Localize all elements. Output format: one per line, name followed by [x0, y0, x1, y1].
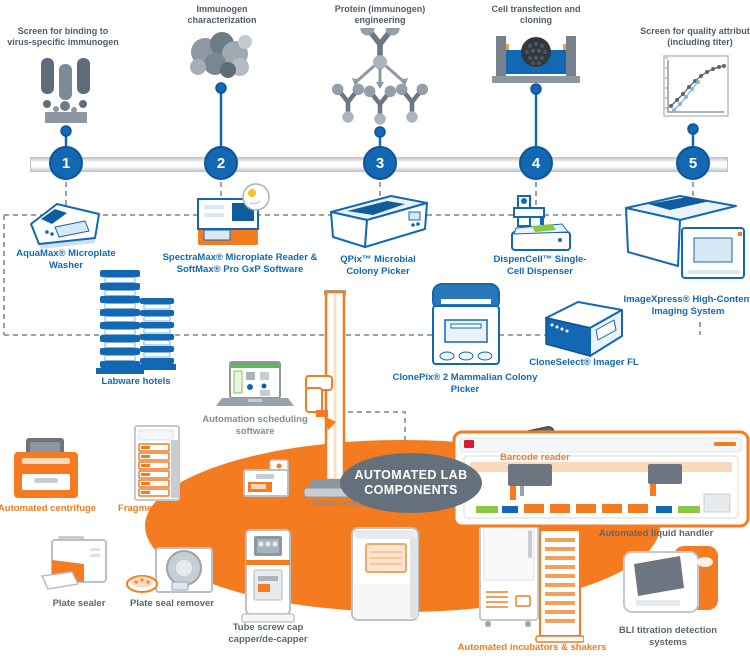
step-number-5: 5: [688, 154, 698, 172]
label-bli-detection: BLI titration detection systems: [618, 625, 718, 649]
step-number-4: 4: [531, 154, 541, 172]
titer-curve-chart-icon: [663, 55, 729, 117]
step-label-2: Immunogen characterization: [187, 4, 257, 26]
tube-capper-illustration: [241, 529, 295, 623]
label-barcode-reader: Barcode reader: [500, 452, 570, 463]
label-liquid-handler: Automated liquid handler: [598, 528, 714, 539]
cloneselect-imager-illustration: [545, 301, 623, 357]
hub-label-ellipse: AUTOMATED LAB COMPONENTS: [340, 453, 482, 513]
antibody-engineering-icon: [318, 28, 442, 126]
high-content-imager-illustration: [625, 195, 745, 279]
step-label-1: Screen for binding to virus-specific imm…: [7, 26, 119, 48]
protein-blob-icon: [190, 32, 252, 78]
scheduling-software-laptop-illustration: [216, 361, 294, 406]
liquid-handler-illustration: [452, 430, 750, 528]
plate-seal-remover-illustration: [126, 547, 213, 593]
clonepix-picker-illustration: [432, 283, 500, 365]
label-incubators-shakers: Automated incubators & shakers: [457, 642, 607, 653]
step-label-4: Cell transfection and cloning: [491, 4, 581, 26]
label-plate-sealer: Plate sealer: [52, 598, 106, 609]
label-single-cell-dispenser: DispenCell™ Single-Cell Dispenser: [493, 254, 587, 278]
automated-centrifuge-illustration: [14, 438, 78, 498]
label-labware-hotels: Labware hotels: [101, 376, 171, 387]
label-cloneselect-imager: CloneSelect® Imager FL: [529, 357, 639, 368]
incubators-shakers-illustration: [479, 503, 584, 643]
microplate-washer-illustration: [30, 203, 100, 249]
label-fragment-analyzer: Fragment analyzer: [118, 503, 202, 514]
labware-hotels-illustration: [96, 270, 176, 374]
label-robot-arm: Robot arm: [312, 498, 360, 509]
thermal-cycler-illustration: [351, 527, 419, 621]
step-label-5: Screen for quality attributes (including…: [640, 26, 750, 48]
label-microplate-washer: AquaMax® Microplate Washer: [16, 248, 116, 272]
microplate-reader-illustration: [197, 183, 270, 245]
affinity-columns-icon: [41, 58, 90, 123]
step-circle-2: 2: [204, 146, 238, 180]
label-clonepix-picker: ClonePix® 2 Mammalian Colony Picker: [392, 372, 538, 396]
step-stem-dots: [60, 82, 699, 138]
reagent-dispenser-illustration: [243, 459, 289, 497]
step-circle-4: 4: [519, 146, 553, 180]
step-label-3: Protein (immunogen) engineering: [334, 4, 426, 26]
step-stems: [64, 88, 695, 148]
label-reagent-dispenser: Reagent dispenser: [219, 498, 305, 509]
label-tube-capper: Tube screw cap capper/de-capper: [228, 622, 308, 646]
step-circle-1: 1: [49, 146, 83, 180]
bli-detection-illustration: [623, 546, 718, 613]
step-circle-5: 5: [676, 146, 710, 180]
label-high-content-imager: ImageXpress® High-Content Imaging System: [623, 294, 750, 318]
qpix-colony-picker-illustration: [330, 195, 428, 248]
label-microplate-reader: SpectraMax® Microplate Reader & SoftMax®…: [162, 252, 318, 276]
hub-label: AUTOMATED LAB COMPONENTS: [354, 468, 468, 497]
fragment-analyzer-illustration: [134, 425, 180, 501]
step-number-3: 3: [375, 154, 385, 172]
single-cell-dispenser-illustration: [511, 195, 571, 251]
label-qpix-picker: QPix™ Microbial Colony Picker: [340, 254, 416, 278]
plate-sealer-illustration: [40, 536, 107, 590]
label-automated-centrifuge: Automated centrifuge: [0, 503, 97, 514]
step-number-2: 2: [216, 154, 226, 172]
step-circle-3: 3: [363, 146, 397, 180]
step-number-1: 1: [61, 154, 71, 172]
label-plate-seal-remover: Plate seal remover: [130, 598, 214, 609]
label-scheduling-software: Automation scheduling software: [202, 414, 308, 438]
cell-culture-dish-icon: [492, 36, 580, 83]
